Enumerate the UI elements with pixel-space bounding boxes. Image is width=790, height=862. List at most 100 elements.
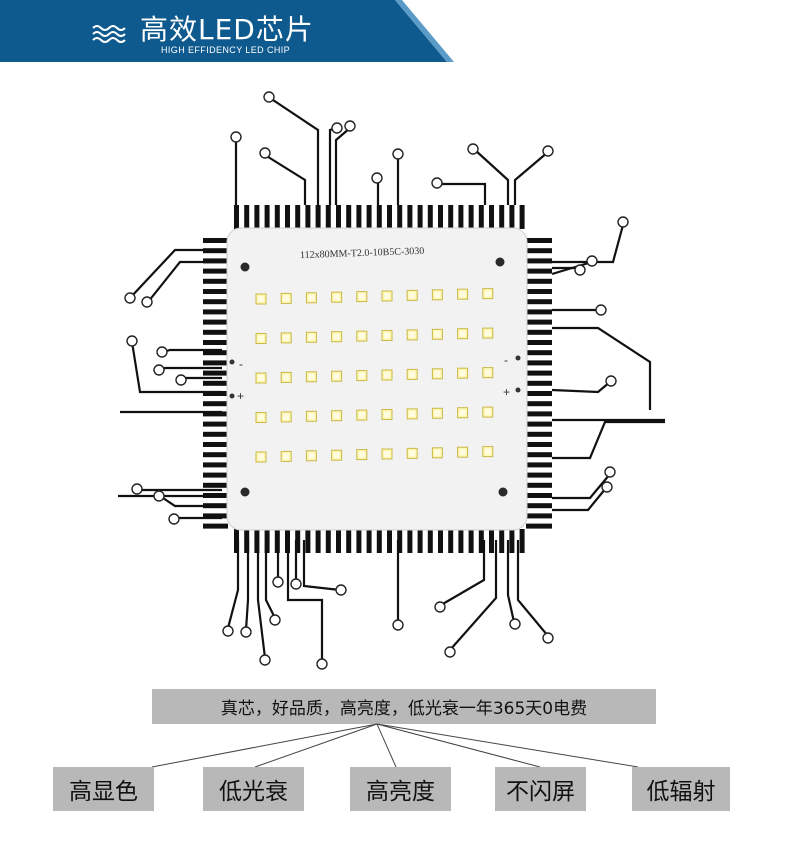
chip-pin [526, 319, 552, 325]
led-emitter [333, 373, 340, 380]
led-emitter [434, 410, 441, 417]
led-emitter [283, 413, 290, 420]
chip-pin [489, 205, 494, 229]
chip-pin [478, 205, 484, 229]
led-emitter [308, 373, 315, 380]
chip-pin [489, 529, 494, 553]
chip-pin [315, 205, 321, 229]
chip-pin [458, 529, 464, 553]
chip-pin [203, 238, 228, 243]
chip-pin [417, 529, 423, 553]
led-emitter [283, 453, 290, 460]
chip-pin [526, 482, 552, 488]
chip-pin [438, 529, 443, 553]
led-emitter [484, 369, 491, 376]
chip-pin [366, 529, 372, 553]
mounting-hole [240, 487, 250, 497]
chip-pin [407, 205, 413, 229]
led-emitter [459, 291, 466, 298]
chip-pin [203, 431, 228, 437]
led-emitter [358, 333, 365, 340]
chip-pin [285, 205, 290, 229]
chip-pin [203, 523, 228, 529]
led-emitter [308, 452, 315, 459]
chip-pin [274, 205, 280, 229]
chip-pin [468, 529, 474, 553]
chip-pin [427, 529, 433, 553]
chip-pin [203, 411, 228, 417]
chip-pin [526, 309, 552, 315]
chip-pin [203, 309, 228, 315]
chip-pin [526, 360, 552, 366]
aluminum-board [226, 227, 528, 531]
chip-pin [499, 205, 505, 229]
chip-pin [526, 289, 552, 294]
led-emitter [333, 294, 340, 301]
led-emitter [409, 410, 416, 417]
led-emitter [283, 374, 290, 381]
led-emitter [358, 293, 365, 300]
led-emitter [358, 372, 365, 379]
led-emitter [283, 295, 290, 302]
chip-pin [407, 529, 413, 553]
chip-pin [325, 205, 331, 229]
chip-pin [526, 258, 552, 264]
chip-pin [203, 350, 228, 356]
feature-box-high-brightness: 高亮度 [350, 767, 451, 811]
chip-pin [526, 401, 552, 407]
chip-pin [448, 529, 454, 553]
solder-pad [515, 355, 521, 361]
chip-pin [397, 205, 403, 229]
chip-pin [526, 278, 552, 284]
chip-pin [203, 360, 228, 366]
solder-pad [229, 359, 235, 365]
chip-pin [336, 529, 341, 553]
led-emitter [384, 451, 390, 457]
chip-pin [448, 205, 454, 229]
led-emitter [459, 449, 466, 456]
chip-pin [526, 462, 552, 468]
led-emitter [258, 335, 264, 342]
feature-box-low-radiation: 低辐射 [632, 767, 730, 811]
led-emitter [434, 370, 441, 377]
chip-pin [203, 391, 228, 396]
chip-pin [244, 529, 250, 553]
chip-pin [315, 529, 321, 553]
minus-left-label: - [239, 357, 243, 371]
chip-pin [203, 472, 228, 478]
chip-model-label: 112x80MM-T2.0-10B5C-3030 [300, 246, 425, 261]
chip-pin [203, 452, 228, 458]
header-title: 高效LED芯片 [140, 13, 314, 46]
solder-pad [229, 393, 235, 399]
chip-pin [203, 442, 228, 447]
led-emitter [333, 452, 340, 459]
led-emitter [283, 334, 290, 341]
chip-pin [356, 529, 362, 553]
circuit-traces [118, 97, 665, 662]
chip-pin [438, 205, 443, 229]
chip-pin [203, 462, 228, 468]
chip-pin [526, 350, 552, 356]
chip-pin [387, 529, 392, 553]
led-emitter [258, 296, 264, 302]
led-emitter [434, 291, 441, 298]
led-emitter [308, 413, 315, 420]
chip-pin [203, 340, 228, 345]
led-emitter [434, 449, 441, 456]
chip-pin [427, 205, 433, 229]
led-emitter [384, 293, 390, 299]
feature-box-low-decay: 低光衰 [203, 767, 304, 811]
led-chip-illustration: 112x80MM-T2.0-10B5C-3030 - + - + [118, 91, 665, 670]
chip-pin [203, 482, 228, 488]
plus-left-label: + [237, 389, 244, 403]
chip-pin [264, 205, 270, 229]
chip-pin [203, 329, 228, 335]
chip-pin [526, 329, 552, 335]
led-emitter [258, 454, 264, 460]
chip-pin [526, 299, 552, 305]
chip-pin [499, 529, 505, 553]
led-emitter [409, 371, 416, 378]
led-emitter [484, 330, 491, 337]
led-array [255, 288, 494, 463]
chip-pin [526, 411, 552, 417]
